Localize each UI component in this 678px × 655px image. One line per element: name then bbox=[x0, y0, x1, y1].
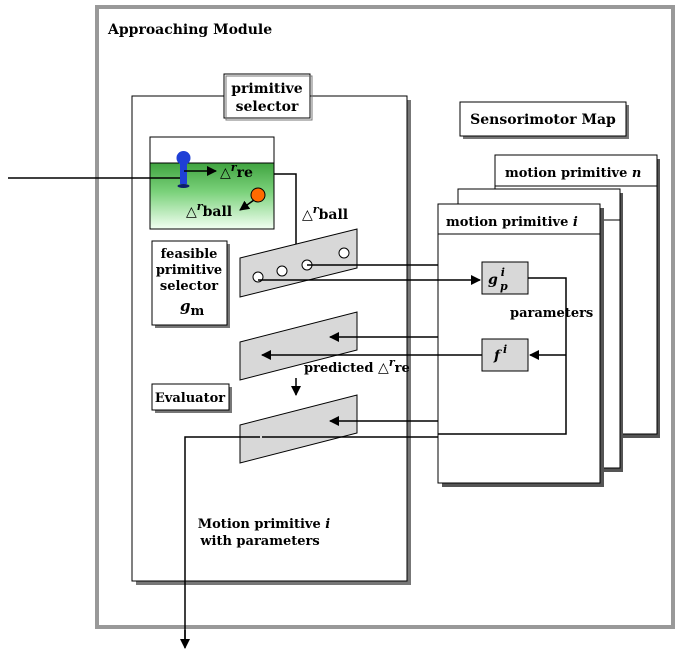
selector-title-shadow bbox=[225, 75, 313, 121]
prediction-panel bbox=[239, 311, 358, 381]
motion-primitive-n-label: motion primitive n bbox=[505, 166, 641, 181]
selector-title-line1: primitive bbox=[231, 81, 303, 97]
feasible-selector-line2: primitive bbox=[156, 263, 222, 278]
evaluator-panel bbox=[239, 394, 358, 464]
feasible-selector-g: gm bbox=[180, 297, 205, 319]
ball-icon bbox=[250, 187, 266, 203]
sensorimotor-map-title: Sensorimotor Map bbox=[470, 112, 616, 128]
feasible-selector-line1: feasible bbox=[161, 247, 218, 262]
feasible-selector-box bbox=[151, 240, 228, 326]
robot-head-icon bbox=[176, 151, 191, 165]
delta-r-re-label: △rre bbox=[220, 161, 253, 181]
g-function-box bbox=[481, 261, 529, 295]
parameters-label: parameters bbox=[510, 306, 593, 321]
predicted-delta-r-re-label: predicted △rre bbox=[304, 356, 410, 376]
evaluator-label: Evaluator bbox=[155, 391, 225, 406]
robot-icon bbox=[180, 162, 187, 184]
output-label-line1: Motion primitive i bbox=[198, 517, 331, 532]
selector-title-box bbox=[223, 73, 311, 119]
output-label-line2: with parameters bbox=[199, 534, 319, 549]
delta-r-ball-label: △rball bbox=[186, 200, 232, 220]
approaching-module-title: Approaching Module bbox=[107, 22, 272, 38]
motion-primitive-i-label: motion primitive i bbox=[446, 215, 578, 230]
delta-r-ball-label-2: △rball bbox=[302, 203, 348, 223]
feasible-selector-line3: selector bbox=[160, 279, 218, 294]
sensorimotor-map-box bbox=[459, 101, 627, 137]
selector-title-line2: selector bbox=[236, 99, 299, 115]
evaluator-box bbox=[151, 383, 230, 411]
